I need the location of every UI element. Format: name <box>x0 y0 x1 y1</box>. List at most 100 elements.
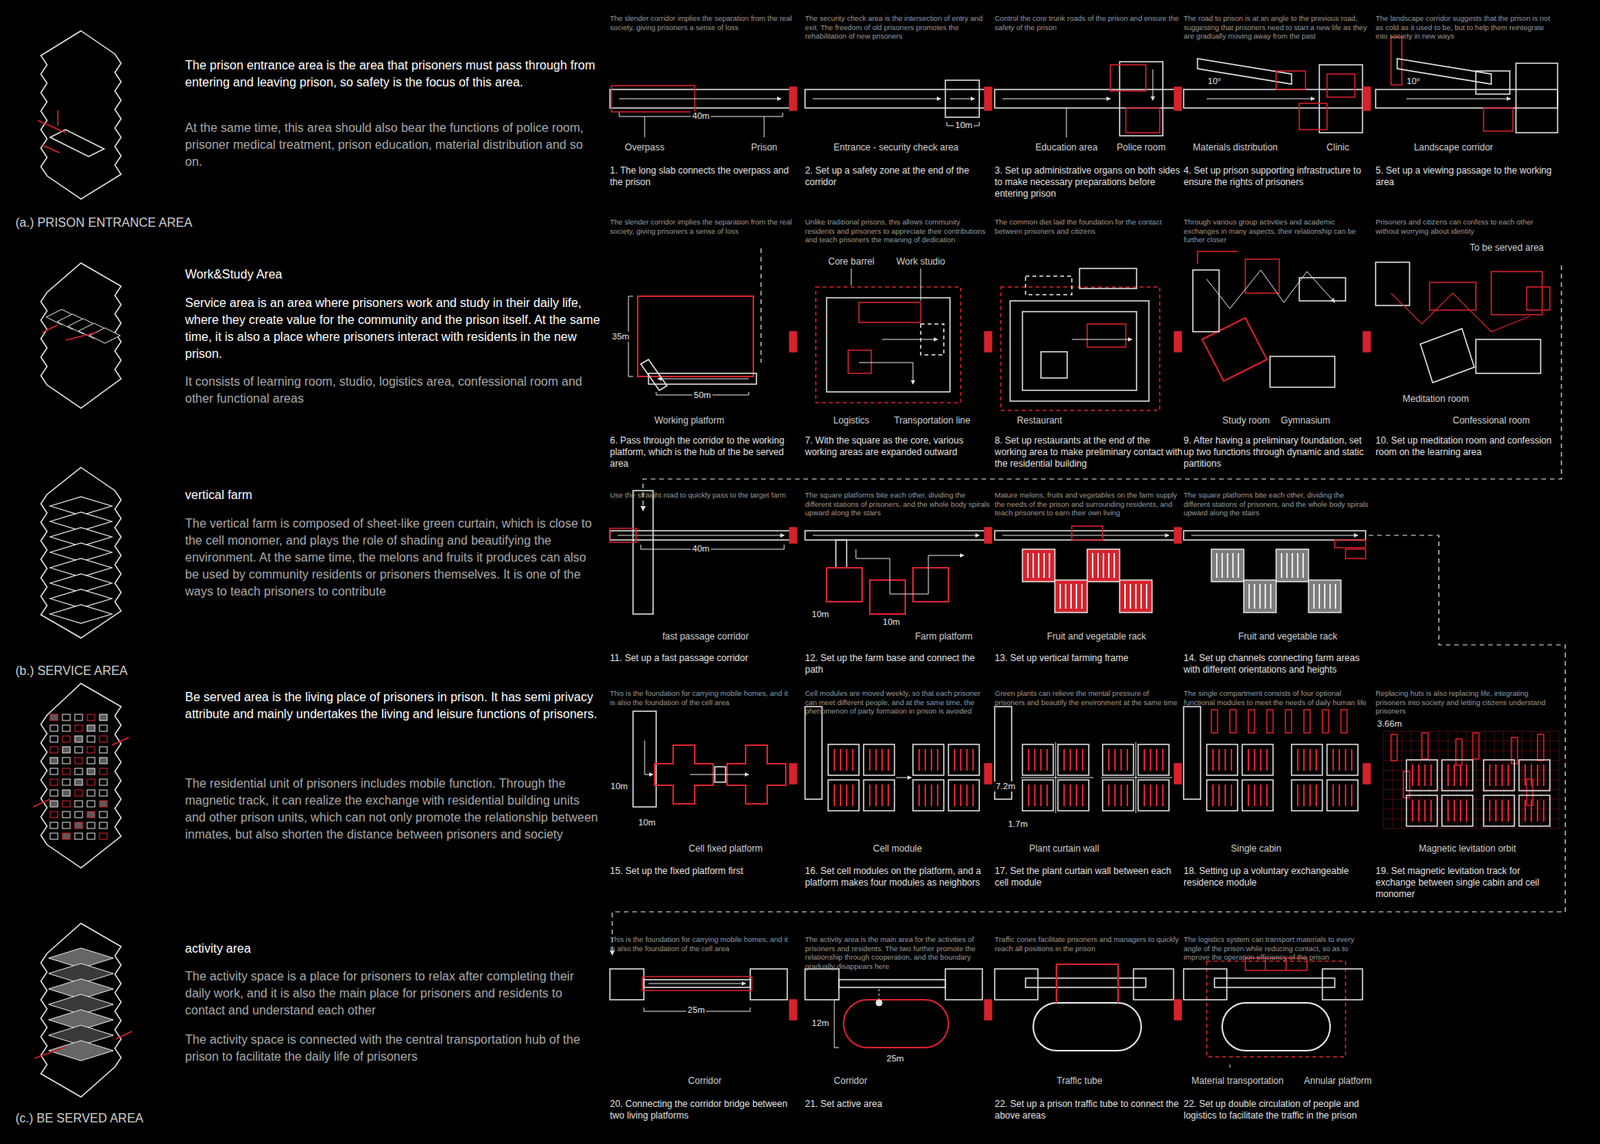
single-cabin <box>1248 709 1255 733</box>
building-outline <box>40 683 122 868</box>
description-text: The vertical farm is composed of sheet-l… <box>185 515 602 600</box>
line-path <box>1206 98 1315 100</box>
module-stripe <box>881 748 883 771</box>
red-marker-bar <box>1174 331 1182 352</box>
outline-box <box>74 811 83 818</box>
outline-box <box>1319 64 1363 133</box>
annular-platform <box>1222 1002 1331 1051</box>
annotation-note: The square platforms bite each other, di… <box>1183 490 1369 518</box>
traffic-loop <box>1033 1002 1142 1051</box>
outline-box <box>994 968 1038 1000</box>
annotation-note: Unlike traditional prisons, this allows … <box>805 217 991 245</box>
dimension-label: 50m <box>692 390 713 401</box>
dimension-label: 25m <box>885 1053 906 1064</box>
rack-bar <box>1334 583 1337 609</box>
leader-line <box>1229 1064 1231 1068</box>
module-stripe <box>1459 799 1462 822</box>
cell-module <box>1406 759 1438 791</box>
track-grid <box>1383 818 1560 819</box>
step-drawing <box>805 527 992 614</box>
dimension-label: 10m <box>953 120 974 131</box>
outline-box <box>99 811 108 818</box>
module-stripe <box>953 748 956 771</box>
outline-box <box>62 800 71 807</box>
module-stripe <box>936 748 939 771</box>
outline-box <box>1192 269 1220 332</box>
module-stripe <box>1120 784 1122 806</box>
dimension-label: 40m <box>690 111 711 122</box>
outline-box <box>945 968 983 1000</box>
cell-module <box>1138 779 1169 811</box>
annotation-note: The logistics system can transport mater… <box>1183 934 1369 962</box>
module-stripe <box>1081 748 1084 771</box>
outline-box <box>87 714 95 721</box>
rack-bar <box>1323 583 1326 609</box>
outline-box <box>87 821 95 829</box>
cell-module <box>1327 779 1358 811</box>
slab <box>1183 530 1366 540</box>
module-stripe <box>1495 799 1497 822</box>
outline-box <box>1345 549 1366 559</box>
leader-line <box>851 268 853 286</box>
module-stripe <box>1040 748 1042 771</box>
module-stripe <box>1447 799 1449 822</box>
module-stripe <box>1027 748 1030 771</box>
slab <box>609 89 792 108</box>
outline-box <box>815 286 961 403</box>
line-path <box>48 1040 114 1061</box>
line-path <box>50 604 112 624</box>
step-drawing <box>628 248 797 395</box>
cell-module <box>948 779 980 811</box>
outline-box <box>62 821 71 829</box>
step-caption: 19. Set magnetic levitation track for ex… <box>1375 865 1558 900</box>
part-label: Confessional room <box>1452 414 1530 426</box>
cell-module <box>1483 759 1515 791</box>
line-path <box>1391 293 1530 332</box>
single-cabin <box>1537 734 1544 761</box>
line-path <box>690 774 749 775</box>
module-stripe <box>1155 784 1158 806</box>
module-stripe <box>1063 784 1065 806</box>
outline-box <box>609 528 637 543</box>
red-marker-bar <box>984 999 992 1020</box>
plant-curtain <box>1020 777 1094 779</box>
module-stripe <box>1162 748 1164 771</box>
outline-box <box>62 778 71 785</box>
rack-bar <box>1226 552 1229 578</box>
annotation-note: Use the straight road to quickly pass to… <box>609 490 795 500</box>
outline-box <box>1276 70 1306 90</box>
dimension-label: 7.2m <box>993 781 1018 792</box>
description-text: Service area is an area where prisoners … <box>185 294 602 363</box>
module-stripe <box>1259 784 1262 806</box>
leader-line <box>920 268 922 301</box>
section-label: (b.) SERVICE AREA <box>15 663 128 679</box>
cell-module <box>1406 794 1438 826</box>
outline-box <box>848 350 872 374</box>
slab <box>805 530 987 540</box>
cell-module <box>1022 779 1054 811</box>
line-path <box>1117 963 1119 1003</box>
cell-module <box>1441 794 1473 826</box>
line-path <box>115 1030 132 1039</box>
outline-box <box>826 567 863 602</box>
outline-box <box>50 832 58 839</box>
module-stripe <box>852 748 854 771</box>
outline-box <box>750 968 788 1000</box>
dimension-label: 10° <box>1205 76 1223 87</box>
rack-bar <box>1032 552 1035 578</box>
step-drawing <box>1183 957 1363 1068</box>
vertical-core <box>633 710 657 807</box>
module-stripe <box>1162 784 1164 806</box>
module-stripe <box>1338 784 1341 806</box>
rack-bar <box>1259 583 1261 609</box>
outline-box <box>1526 286 1550 310</box>
annotation-note: The security check area is the intersect… <box>805 13 991 41</box>
outline-box <box>1025 276 1072 295</box>
module-stripe <box>1465 799 1468 822</box>
building-icon <box>40 262 122 408</box>
vertical-core <box>1183 706 1201 799</box>
module-stripe <box>1247 784 1250 806</box>
step-caption: 7. With the square as the core, various … <box>805 434 994 459</box>
module-stripe <box>1224 748 1227 771</box>
step-caption: 5. Set up a viewing passage to the worki… <box>1375 165 1558 189</box>
